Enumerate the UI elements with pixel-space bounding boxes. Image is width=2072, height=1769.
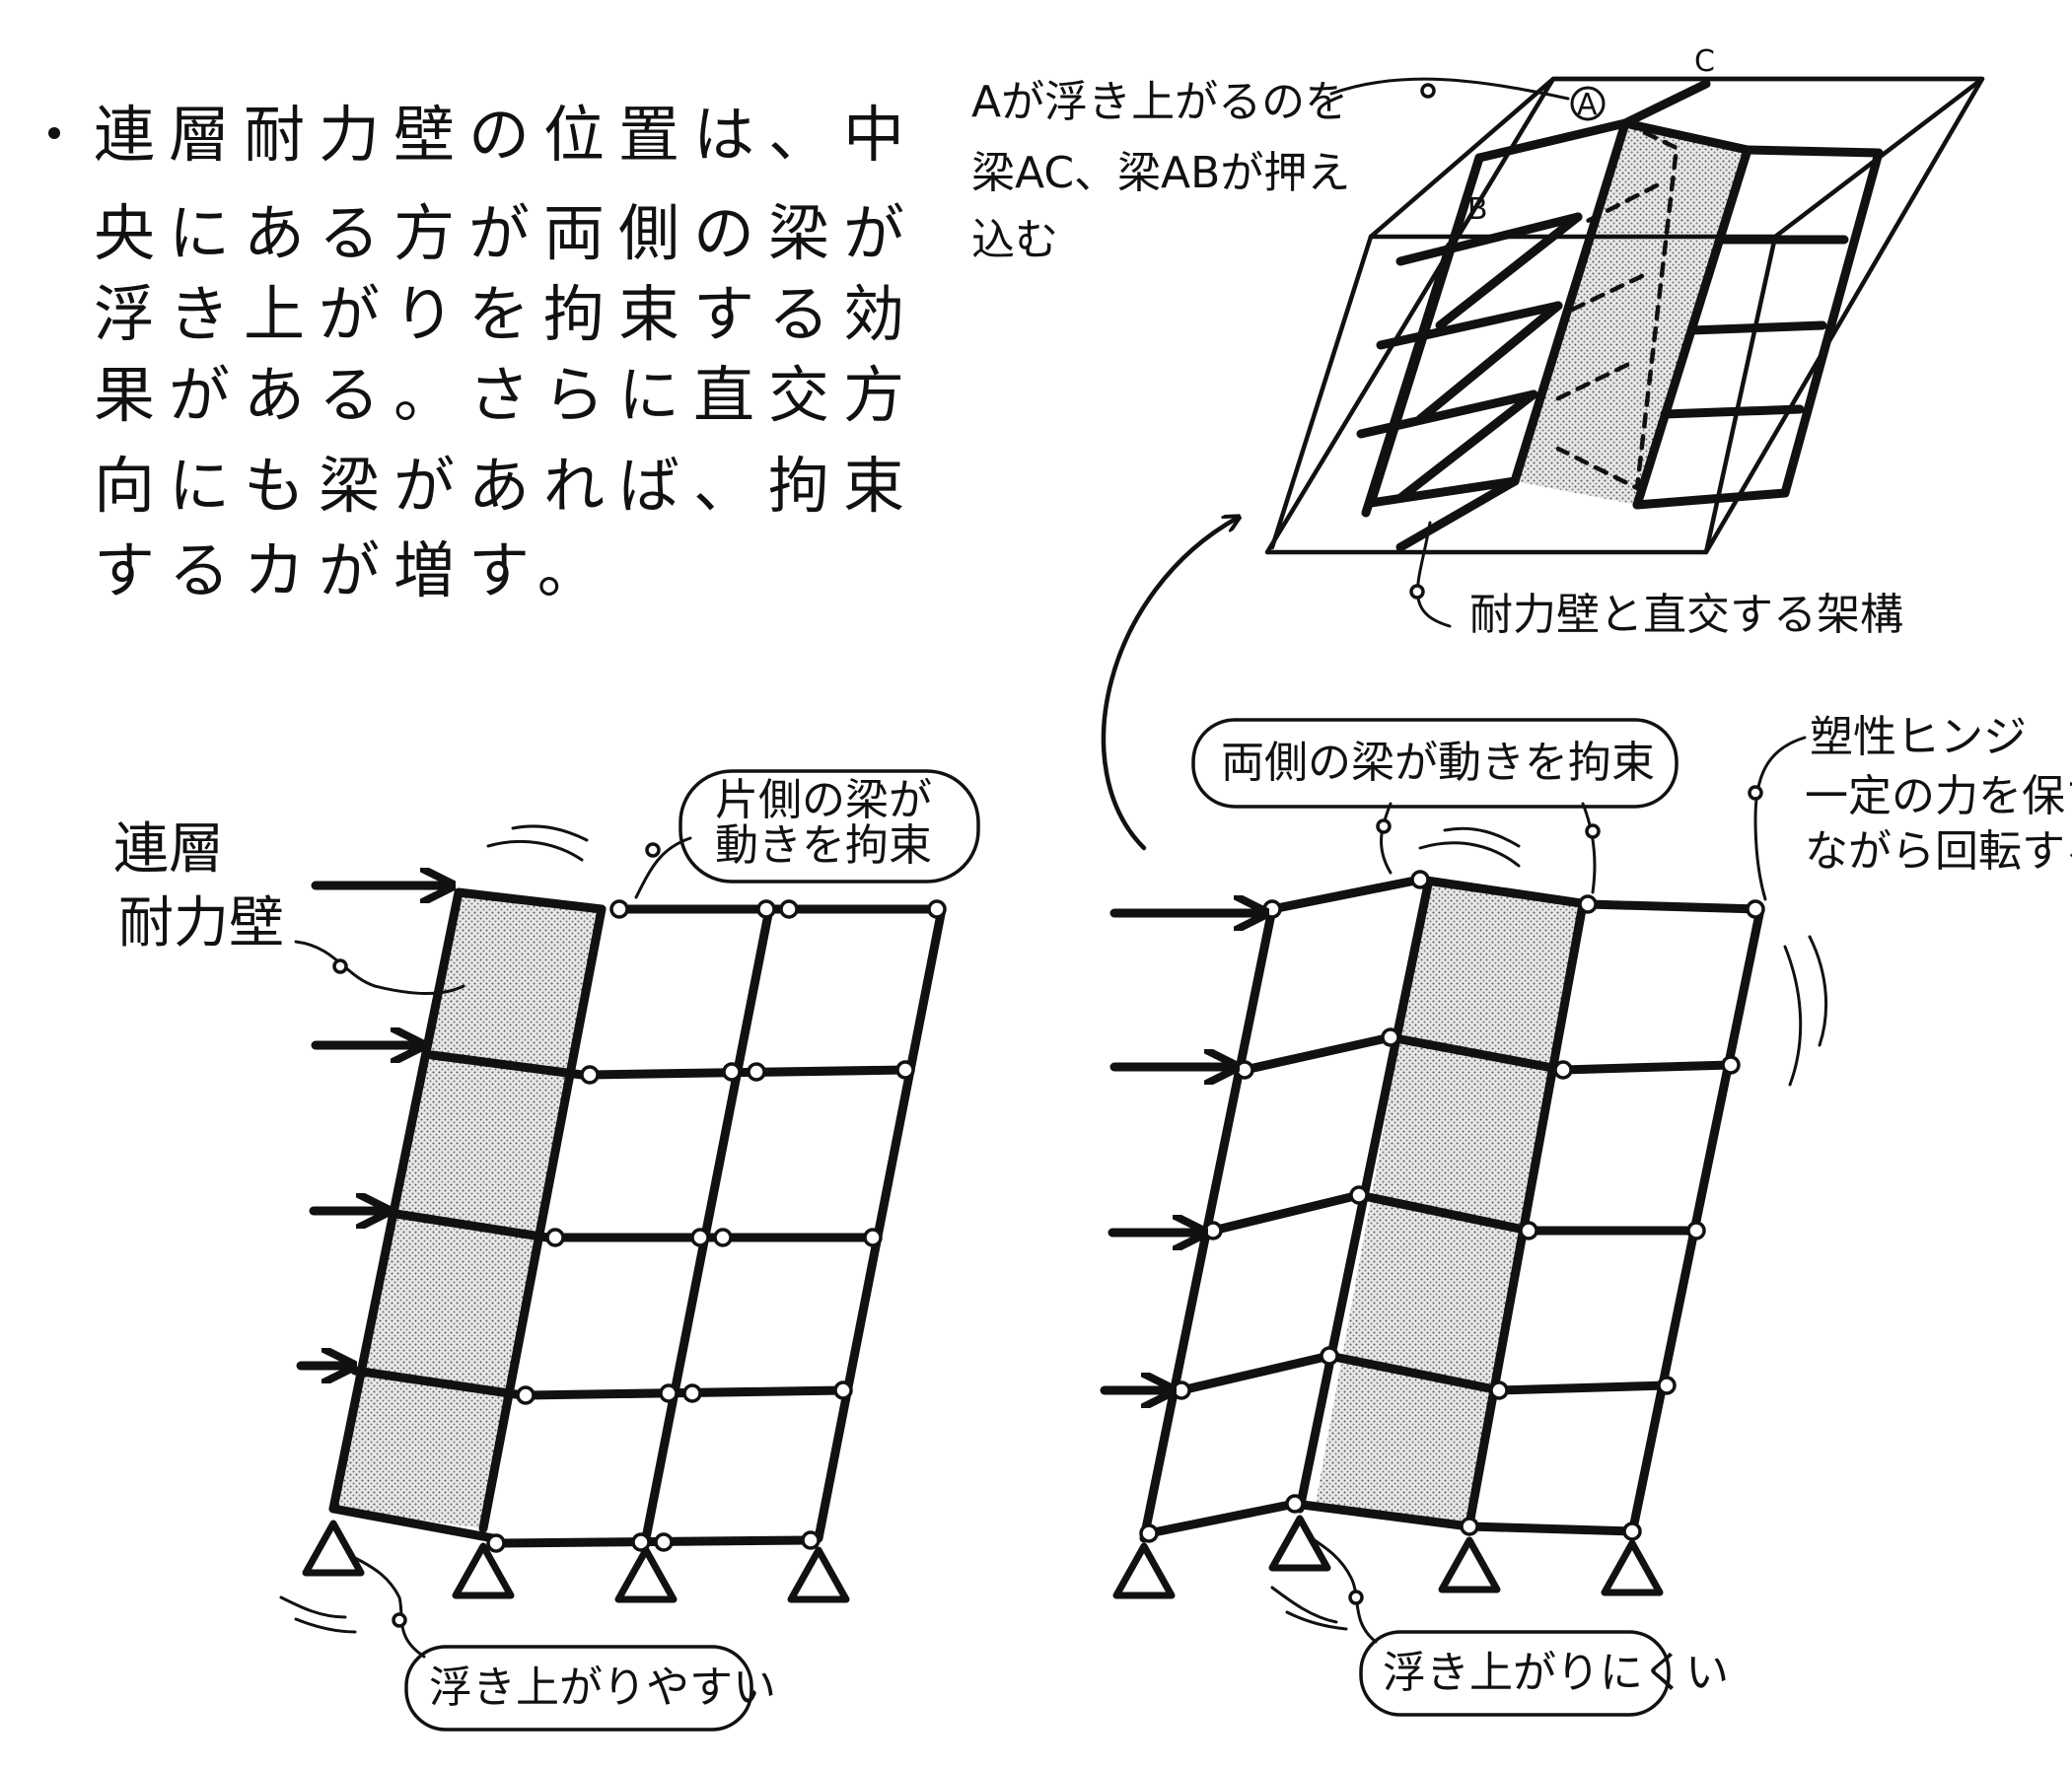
- hinge-note-line-2: 一定の力を保ち: [1805, 771, 2072, 821]
- intro-line-3: 浮き上がりを拘束する効: [94, 278, 918, 350]
- iso-label-c: C: [1694, 44, 1715, 79]
- intro-line-6: するカが増す。: [94, 534, 612, 606]
- iso-point-a-circle: [1570, 86, 1606, 121]
- left-support-4: [787, 1546, 850, 1603]
- iso-frame-diagram: A C B Aが浮き上がるのを 梁AC、梁ABが押え 込む 耐力壁と直交する架構: [971, 44, 1985, 640]
- left-hinges: [486, 899, 947, 1553]
- hinge-note-line-1: 塑性ヒンジ: [1810, 712, 2027, 762]
- left-top-bubble: [679, 769, 980, 884]
- left-bottom-bubble: [404, 1645, 753, 1732]
- iso-label-b: B: [1467, 192, 1488, 227]
- iso-note-line-2: 梁AC、梁ABが押え: [971, 148, 1350, 198]
- iso-note-line-3: 込む: [971, 215, 1058, 265]
- intro-text: 連層耐力壁の位置は、中 央にある方が両側の梁が 浮き上がりを拘束する効 果がある…: [48, 99, 918, 606]
- right-support-1: [1112, 1542, 1176, 1599]
- left-support-2: [452, 1542, 515, 1599]
- right-top-bubble-text: 両側の梁が動きを拘束: [1221, 738, 1655, 788]
- iso-wall-edge-left: [1510, 118, 1630, 486]
- iso-wall-shading: [1515, 123, 1748, 505]
- right-support-3: [1438, 1536, 1501, 1593]
- left-top-bubble-line-1: 片側の梁が: [715, 775, 932, 825]
- left-wall-shading: [333, 892, 602, 1528]
- left-top-bubble-line-2: 動きを拘束: [715, 820, 932, 871]
- intro-line-1: 連層耐力壁の位置は、中: [94, 99, 918, 171]
- intro-line-2: 央にある方が両側の梁が: [94, 197, 918, 269]
- right-bottom-bubble-text: 浮き上がりにくい: [1383, 1648, 1729, 1698]
- right-bottom-bubble: [1359, 1630, 1671, 1717]
- right-support-4: [1601, 1539, 1664, 1596]
- right-support-2: [1268, 1515, 1331, 1572]
- left-support-3: [614, 1546, 678, 1603]
- iso-label-a: A: [1577, 88, 1598, 122]
- left-bottom-bubble-text: 浮き上がりやすい: [429, 1663, 776, 1713]
- hinge-note-line-3: ながら回転する: [1805, 826, 2072, 877]
- intro-line-4: 果がある。さらに直交方: [94, 359, 918, 431]
- bullet-dot: [48, 127, 60, 139]
- left-wall-leader: [294, 940, 465, 995]
- intro-line-5: 向にも梁があれば、拘束: [94, 450, 918, 522]
- hinge-note-leader: [1753, 736, 1807, 901]
- left-wall-label-2: 耐力壁: [118, 891, 284, 955]
- iso-note-line-1: Aが浮き上がるのを: [971, 77, 1348, 127]
- right-top-bubble: [1191, 718, 1679, 809]
- iso-caption: 耐力壁と直交する架構: [1469, 590, 1903, 640]
- left-support-1: [302, 1520, 365, 1577]
- left-wall-label-1: 連層: [113, 817, 224, 882]
- link-arrow: [1101, 518, 1238, 851]
- right-frame-diagram: 両側の梁が動きを拘束 塑性ヒンジ 一定の力を保ち ながら回転する 浮き上がりにく…: [1100, 712, 2072, 1717]
- left-frame-diagram: 連層 耐力壁 片側の梁が 動きを拘束 浮き上がりやすい: [113, 769, 980, 1732]
- iso-note-leader: [1329, 77, 1570, 101]
- right-wall-shading: [1315, 884, 1583, 1524]
